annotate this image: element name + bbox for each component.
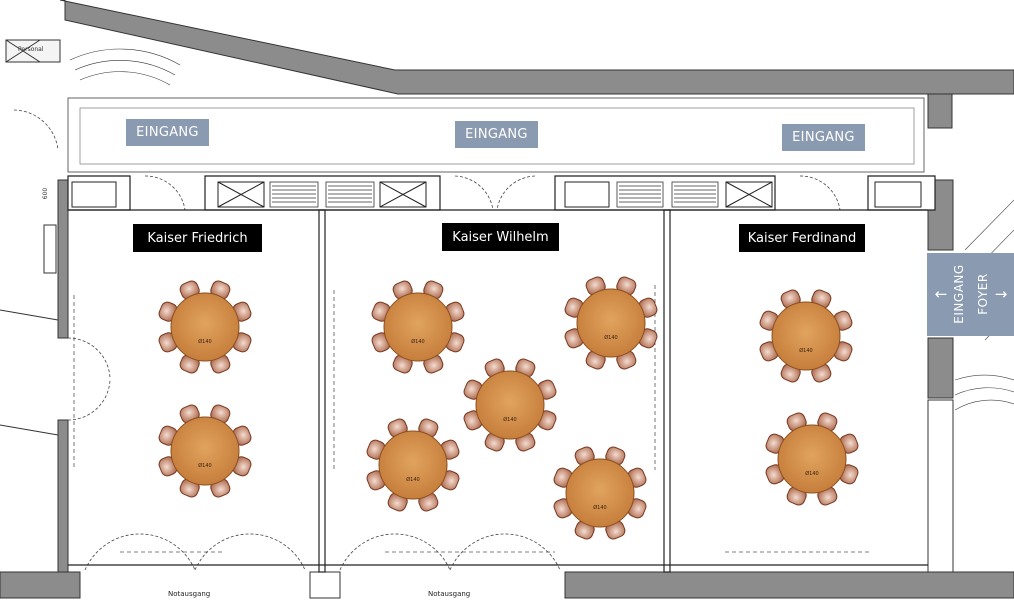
room-dividers: [68, 209, 928, 573]
round-table-7: Ø140: [553, 446, 647, 540]
round-table-6: Ø140: [366, 418, 460, 512]
bottom-wall-left: [0, 571, 81, 599]
table-diameter-label: Ø140: [799, 347, 812, 354]
round-table-3: Ø140: [371, 280, 465, 374]
foyer-entrance-label: EINGANG: [952, 264, 966, 324]
emergency-exit-left: Notausgang: [168, 590, 211, 598]
round-table-8: Ø140: [759, 289, 853, 383]
table-top: [475, 370, 545, 440]
emergency-exit-right: Notausgang: [428, 590, 471, 598]
table-diameter-label: Ø140: [805, 470, 818, 477]
entrance-label-center: EINGANG: [455, 121, 538, 148]
top-wall: [59, 0, 1014, 129]
dimension-label: 600: [42, 187, 50, 200]
round-table-4: Ø140: [564, 276, 658, 370]
corridor: [67, 97, 925, 173]
left-wall: [57, 179, 69, 339]
left-outer-line-2: [0, 424, 59, 436]
table-diameter-label: Ø140: [198, 462, 211, 469]
bottom-wall-mid: [309, 571, 341, 599]
arrow-left-icon: ←: [934, 285, 948, 303]
service-boxes: [71, 181, 922, 208]
table-top: [771, 301, 841, 371]
room-label-ferdinand: Kaiser Ferdinand: [739, 224, 865, 252]
table-top: [565, 458, 635, 528]
table-diameter-label: Ø140: [593, 504, 606, 511]
foyer-label: FOYER: [976, 273, 990, 315]
door-swings: [13, 109, 841, 571]
table-diameter-label: Ø140: [198, 338, 211, 345]
table-top: [170, 416, 240, 486]
entrance-label-left: EINGANG: [126, 119, 209, 146]
table-diameter-label: Ø140: [406, 476, 419, 483]
foyer-sign: ← EINGANG FOYER →: [927, 253, 1014, 336]
staff-label: Personal: [18, 46, 44, 53]
table-top: [383, 292, 453, 362]
table-top: [777, 424, 847, 494]
entrance-label-right: EINGANG: [782, 124, 865, 151]
front-wall: [67, 175, 936, 211]
right-wall-lower: [927, 337, 954, 399]
curtain-tracks: [73, 285, 870, 553]
round-table-1: Ø140: [158, 280, 252, 374]
room-label-friedrich: Kaiser Friedrich: [133, 224, 262, 252]
stairs-top: [69, 48, 181, 86]
staff-area: [5, 39, 61, 274]
table-diameter-label: Ø140: [411, 338, 424, 345]
right-wall-bottom: [927, 399, 954, 573]
room-label-wilhelm: Kaiser Wilhelm: [442, 223, 559, 251]
table-top: [170, 292, 240, 362]
table-top: [378, 430, 448, 500]
round-table-5: Ø140: [463, 358, 557, 452]
round-table-2: Ø140: [158, 404, 252, 498]
left-wall-lower: [57, 419, 69, 573]
table-diameter-label: Ø140: [503, 416, 516, 423]
corridor-inner: [79, 107, 915, 165]
table-diameter-label: Ø140: [604, 334, 617, 341]
round-table-9: Ø140: [765, 412, 859, 506]
arrow-right-icon: →: [994, 285, 1008, 303]
left-outer-line: [0, 309, 59, 321]
table-top: [576, 288, 646, 358]
bottom-wall-right: [564, 571, 1014, 599]
grilles: [269, 181, 719, 208]
